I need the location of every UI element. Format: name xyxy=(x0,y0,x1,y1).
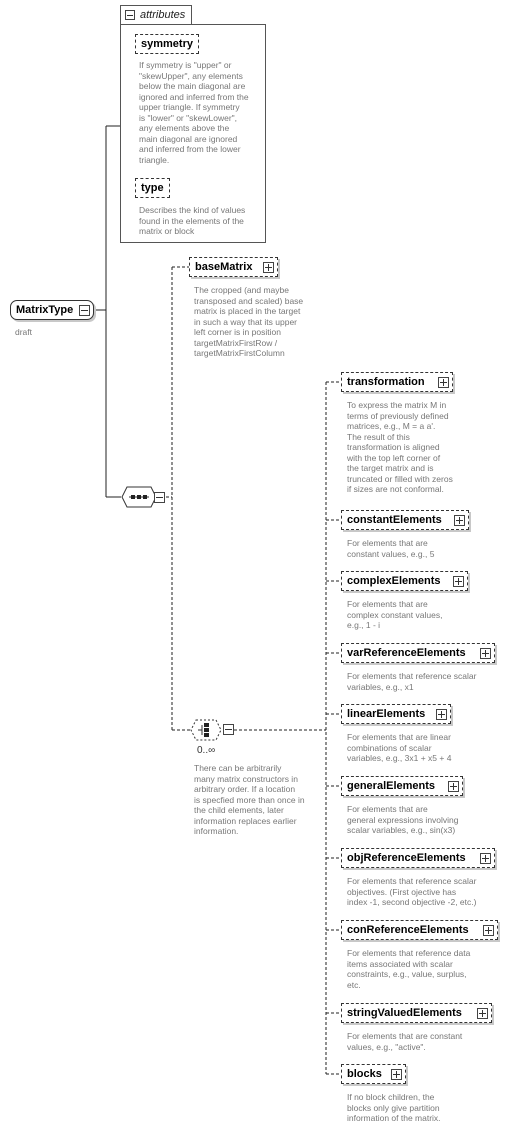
collapse-icon[interactable] xyxy=(223,724,234,735)
expand-icon[interactable] xyxy=(454,515,465,526)
expand-icon[interactable] xyxy=(477,1008,488,1019)
root-status: draft xyxy=(15,327,33,337)
element-label: blocks xyxy=(347,1068,382,1080)
objreferenceelements-description: For elements that reference scalar objec… xyxy=(347,876,477,907)
element-linearelements[interactable]: linearElements xyxy=(341,704,451,724)
element-label: conReferenceElements xyxy=(347,924,469,936)
expand-icon[interactable] xyxy=(448,781,459,792)
generalelements-description: For elements that are general expression… xyxy=(347,804,459,835)
element-label: transformation xyxy=(347,376,425,388)
complexelements-description: For elements that are complex constant v… xyxy=(347,599,443,630)
constantelements-description: For elements that are constant values, e… xyxy=(347,538,435,559)
transformation-description: To express the matrix M in terms of prev… xyxy=(347,400,453,494)
element-constantelements[interactable]: constantElements xyxy=(341,510,469,530)
attribute-type[interactable]: type xyxy=(135,178,170,198)
varreferenceelements-description: For elements that reference scalar varia… xyxy=(347,671,477,692)
collapse-icon[interactable] xyxy=(125,10,135,20)
choice-description: There can be arbitrarily many matrix con… xyxy=(194,763,305,836)
attribute-symmetry-description: If symmetry is "upper" or "skewUpper", a… xyxy=(139,60,249,165)
collapse-icon[interactable] xyxy=(79,305,90,316)
element-blocks[interactable]: blocks xyxy=(341,1064,406,1084)
expand-icon[interactable] xyxy=(438,377,449,388)
element-label: objReferenceElements xyxy=(347,852,466,864)
conreferenceelements-description: For elements that reference data items a… xyxy=(347,948,471,990)
collapse-icon[interactable] xyxy=(154,492,165,503)
attribute-symmetry[interactable]: symmetry xyxy=(135,34,199,54)
element-objreferenceelements[interactable]: objReferenceElements xyxy=(341,848,495,868)
element-label: complexElements xyxy=(347,575,441,587)
choice-compositor-icon[interactable] xyxy=(189,718,225,743)
blocks-description: If no block children, the blocks only gi… xyxy=(347,1092,441,1123)
element-generalelements[interactable]: generalElements xyxy=(341,776,463,796)
root-element-matrixtype[interactable]: MatrixType xyxy=(10,300,94,320)
element-conreferenceelements[interactable]: conReferenceElements xyxy=(341,920,498,940)
element-label: linearElements xyxy=(347,708,426,720)
expand-icon[interactable] xyxy=(453,576,464,587)
element-label: varReferenceElements xyxy=(347,647,466,659)
sequence-compositor-icon[interactable] xyxy=(120,486,158,509)
stringvaluedelements-description: For elements that are constant values, e… xyxy=(347,1031,463,1052)
basematrix-description: The cropped (and maybe transposed and sc… xyxy=(194,285,304,358)
attributes-group-tab[interactable]: attributes xyxy=(120,5,192,25)
expand-icon[interactable] xyxy=(480,853,491,864)
linearelements-description: For elements that are linear combination… xyxy=(347,732,452,763)
element-basematrix[interactable]: baseMatrix xyxy=(189,257,278,277)
expand-icon[interactable] xyxy=(263,262,274,273)
element-label: baseMatrix xyxy=(195,261,253,273)
expand-icon[interactable] xyxy=(483,925,494,936)
element-stringvaluedelements[interactable]: stringValuedElements xyxy=(341,1003,492,1023)
element-complexelements[interactable]: complexElements xyxy=(341,571,468,591)
element-varreferenceelements[interactable]: varReferenceElements xyxy=(341,643,495,663)
expand-icon[interactable] xyxy=(391,1069,402,1080)
choice-cardinality: 0..∞ xyxy=(197,745,216,756)
attributes-label: attributes xyxy=(140,9,186,21)
element-label: stringValuedElements xyxy=(347,1007,462,1019)
element-transformation[interactable]: transformation xyxy=(341,372,453,392)
root-element-label: MatrixType xyxy=(16,304,74,316)
element-label: constantElements xyxy=(347,514,442,526)
element-label: generalElements xyxy=(347,780,436,792)
attributes-group xyxy=(120,24,266,243)
expand-icon[interactable] xyxy=(436,709,447,720)
attribute-type-description: Describes the kind of values found in th… xyxy=(139,205,246,236)
expand-icon[interactable] xyxy=(480,648,491,659)
